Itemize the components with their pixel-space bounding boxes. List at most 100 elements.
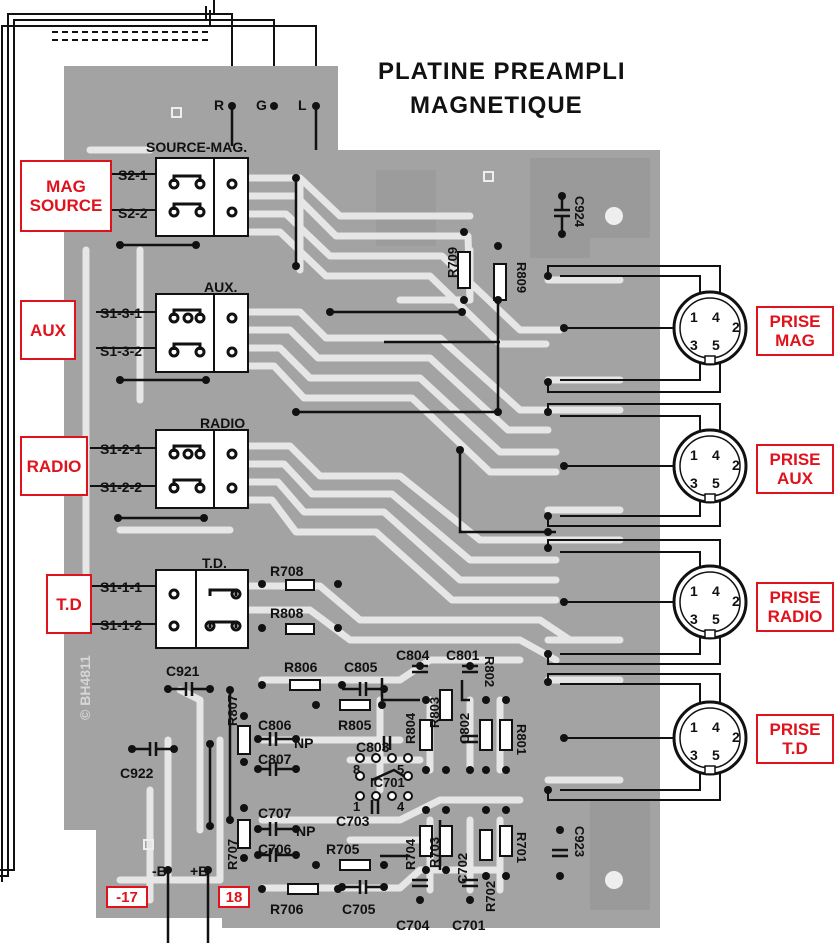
comp-r806: R806: [284, 659, 318, 675]
ic-pin-1: 1: [353, 799, 361, 814]
comp-c922: C922: [120, 765, 154, 781]
switch-pin-s1-3-1: S1-3-1: [100, 305, 143, 321]
din-pin-4: 4: [712, 447, 720, 463]
comp-c702: C702: [455, 852, 470, 884]
label-source: SOURCE: [29, 196, 103, 215]
label-l: L: [298, 97, 307, 113]
power-pos-label: +B: [190, 863, 209, 879]
comp-c806: C806: [258, 717, 292, 733]
label-box-radio: RADIO: [20, 436, 88, 496]
din-pin-4: 4: [712, 309, 720, 325]
solder-pads: [114, 102, 568, 904]
label-box-td: T.D: [46, 574, 92, 634]
label-prise-td-name: T.D: [782, 739, 808, 758]
din-pin-2: 2: [732, 457, 740, 473]
label-box-prise-aux: PRISE AUX: [756, 444, 834, 494]
comp-r809: R809: [514, 262, 529, 294]
comp-c703: C703: [336, 813, 370, 829]
din-pin-3: 3: [690, 475, 698, 491]
ic-pin-4: 4: [397, 799, 405, 814]
din-pin-1: 1: [690, 583, 698, 599]
comp-r704: R704: [403, 838, 418, 870]
comp-r802: R802: [482, 656, 497, 688]
label-g: G: [256, 97, 267, 113]
comp-r709: R709: [445, 246, 460, 278]
comp-r807: R807: [225, 694, 240, 726]
din-pin-2: 2: [732, 729, 740, 745]
label-prise-mag-name: MAG: [775, 331, 815, 350]
jumper-wires: [118, 106, 556, 943]
label-td: T.D: [56, 594, 82, 614]
comp-r808: R808: [270, 605, 304, 621]
label-box-mag-source: MAG SOURCE: [20, 160, 112, 232]
din-pin-4: 4: [712, 583, 720, 599]
comp-ic701: IC701: [370, 775, 405, 790]
ic-pin-5: 5: [397, 762, 405, 777]
label-prise: PRISE: [769, 588, 821, 607]
switch-pin-s1-1-1: S1-1-1: [100, 579, 143, 595]
din-pin-4: 4: [712, 719, 720, 735]
title-line-2: MAGNETIQUE: [410, 92, 583, 119]
switch-contacts: [168, 174, 242, 632]
label-box-prise-td: PRISE T.D: [756, 714, 834, 764]
din-pin-5: 5: [712, 611, 720, 627]
power-neg-value-box: -17: [106, 886, 148, 908]
power-neg-label: -B: [152, 863, 167, 879]
comp-c804: C804: [396, 647, 430, 663]
comp-c706: C706: [258, 841, 292, 857]
din-pin-1: 1: [690, 309, 698, 325]
comp-r801: R801: [514, 724, 529, 756]
comp-c921: C921: [166, 663, 200, 679]
label-prise: PRISE: [769, 312, 821, 331]
power-pos-value-box: 18: [218, 886, 250, 908]
comp-c924: C924: [572, 196, 587, 228]
label-box-prise-mag: PRISE MAG: [756, 306, 834, 356]
label-box-aux: AUX: [20, 300, 76, 360]
resistors: [237, 251, 513, 895]
comp-c705: C705: [342, 901, 376, 917]
din-sockets: [672, 290, 748, 776]
ic-pin-8: 8: [353, 762, 361, 777]
label-box-prise-radio: PRISE RADIO: [756, 582, 834, 632]
din-pin-1: 1: [690, 719, 698, 735]
comp-c704: C704: [396, 917, 430, 933]
comp-r705: R705: [326, 841, 360, 857]
switch-title-aux: AUX.: [204, 279, 238, 295]
mounting-holes: [143, 107, 623, 889]
switch-title-radio: RADIO: [200, 415, 246, 431]
comp-c802: C802: [457, 712, 472, 744]
power-neg-value: -17: [116, 888, 138, 906]
ic701-pads: [355, 753, 413, 801]
comp-c803: C803: [356, 739, 390, 755]
title-line-1: PLATINE PREAMPLI: [378, 58, 626, 85]
comp-r708: R708: [270, 563, 304, 579]
switch-blocks: [155, 157, 249, 649]
switch-pin-s1-2-2: S1-2-2: [100, 479, 143, 495]
din-pin-1: 1: [690, 447, 698, 463]
din-pin-3: 3: [690, 611, 698, 627]
comp-c807: C807: [258, 751, 292, 767]
switch-pin-s1-2-1: S1-2-1: [100, 441, 143, 457]
switch-pin-s2-1: S2-1: [118, 167, 148, 183]
label-prise-aux-name: AUX: [777, 469, 813, 488]
switch-pin-s2-2: S2-2: [118, 205, 148, 221]
switch-title-source-mag: SOURCE-MAG.: [146, 139, 248, 155]
switch-pin-s1-3-2: S1-3-2: [100, 343, 143, 359]
comp-r805: R805: [338, 717, 372, 733]
watermark: © BH4811: [77, 655, 93, 720]
comp-r701: R701: [514, 832, 529, 864]
label-prise-radio-name: RADIO: [767, 607, 823, 626]
din-pin-2: 2: [732, 319, 740, 335]
power-pos-value: 18: [225, 888, 243, 906]
comp-r706: R706: [270, 901, 304, 917]
comp-r804: R804: [403, 712, 418, 744]
label-prise: PRISE: [769, 450, 821, 469]
din-pin-2: 2: [732, 593, 740, 609]
capacitors: [132, 198, 570, 894]
switch-pin-s1-1-2: S1-1-2: [100, 617, 143, 633]
comp-np-1: NP: [294, 735, 314, 751]
label-prise: PRISE: [769, 720, 821, 739]
comp-np-2: NP: [296, 823, 316, 839]
